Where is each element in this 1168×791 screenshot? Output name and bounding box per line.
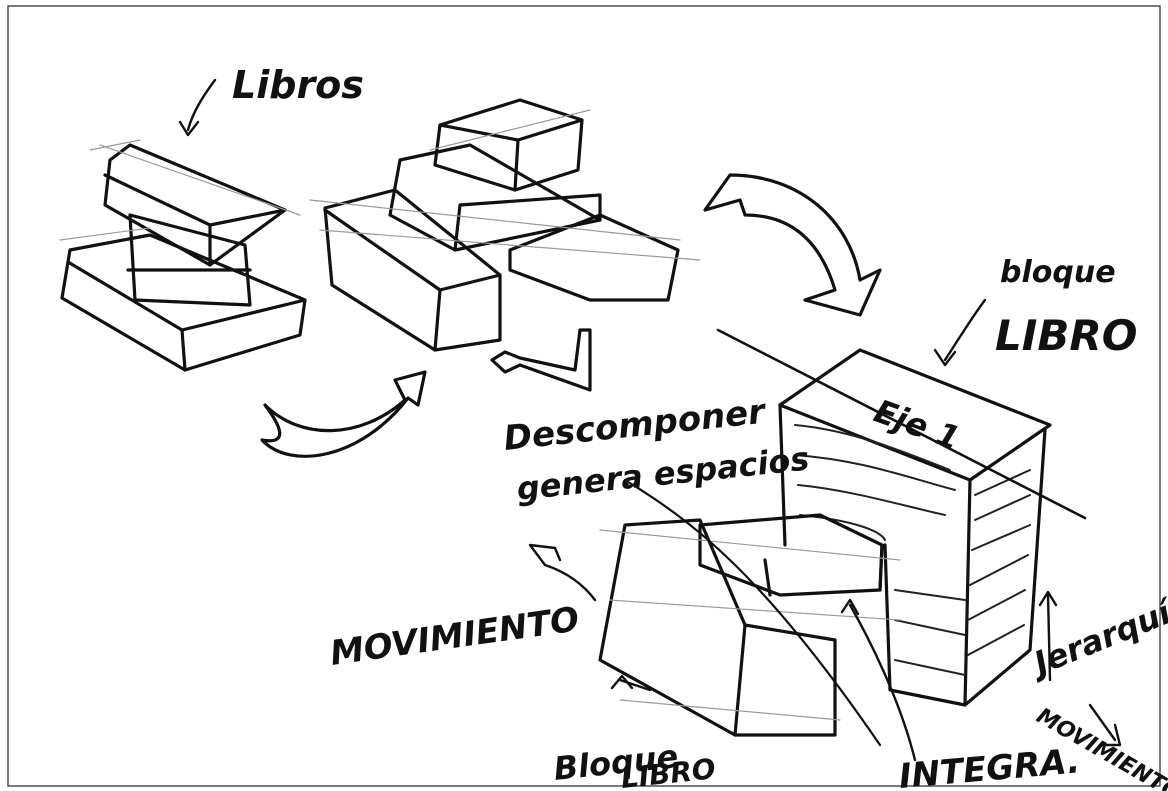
label-libros: Libros [232,63,364,107]
label-integra: INTEGRA. [897,741,1081,791]
book-stack-left [60,140,305,370]
curved-arrow-top-right-icon [705,175,880,315]
label-bloque-top-2: LIBRO [995,311,1137,360]
back-arrow-icon [492,330,590,390]
label-jerarquia: Jerarquía [1023,585,1168,684]
curved-arrow-bottom-left-icon [262,372,425,456]
pointer-libros-arrow [180,80,215,135]
label-eje: Eje 1 [869,392,965,458]
label-movimiento-left: MOVIMIENTO [328,599,582,674]
book-stack-middle [310,100,700,350]
label-bloque-top-1: bloque [1000,255,1116,290]
movement-arrow-left-icon [530,545,595,600]
pointer-bloque-top-arrow [935,300,985,365]
pointer-integra-arrow [842,600,915,760]
